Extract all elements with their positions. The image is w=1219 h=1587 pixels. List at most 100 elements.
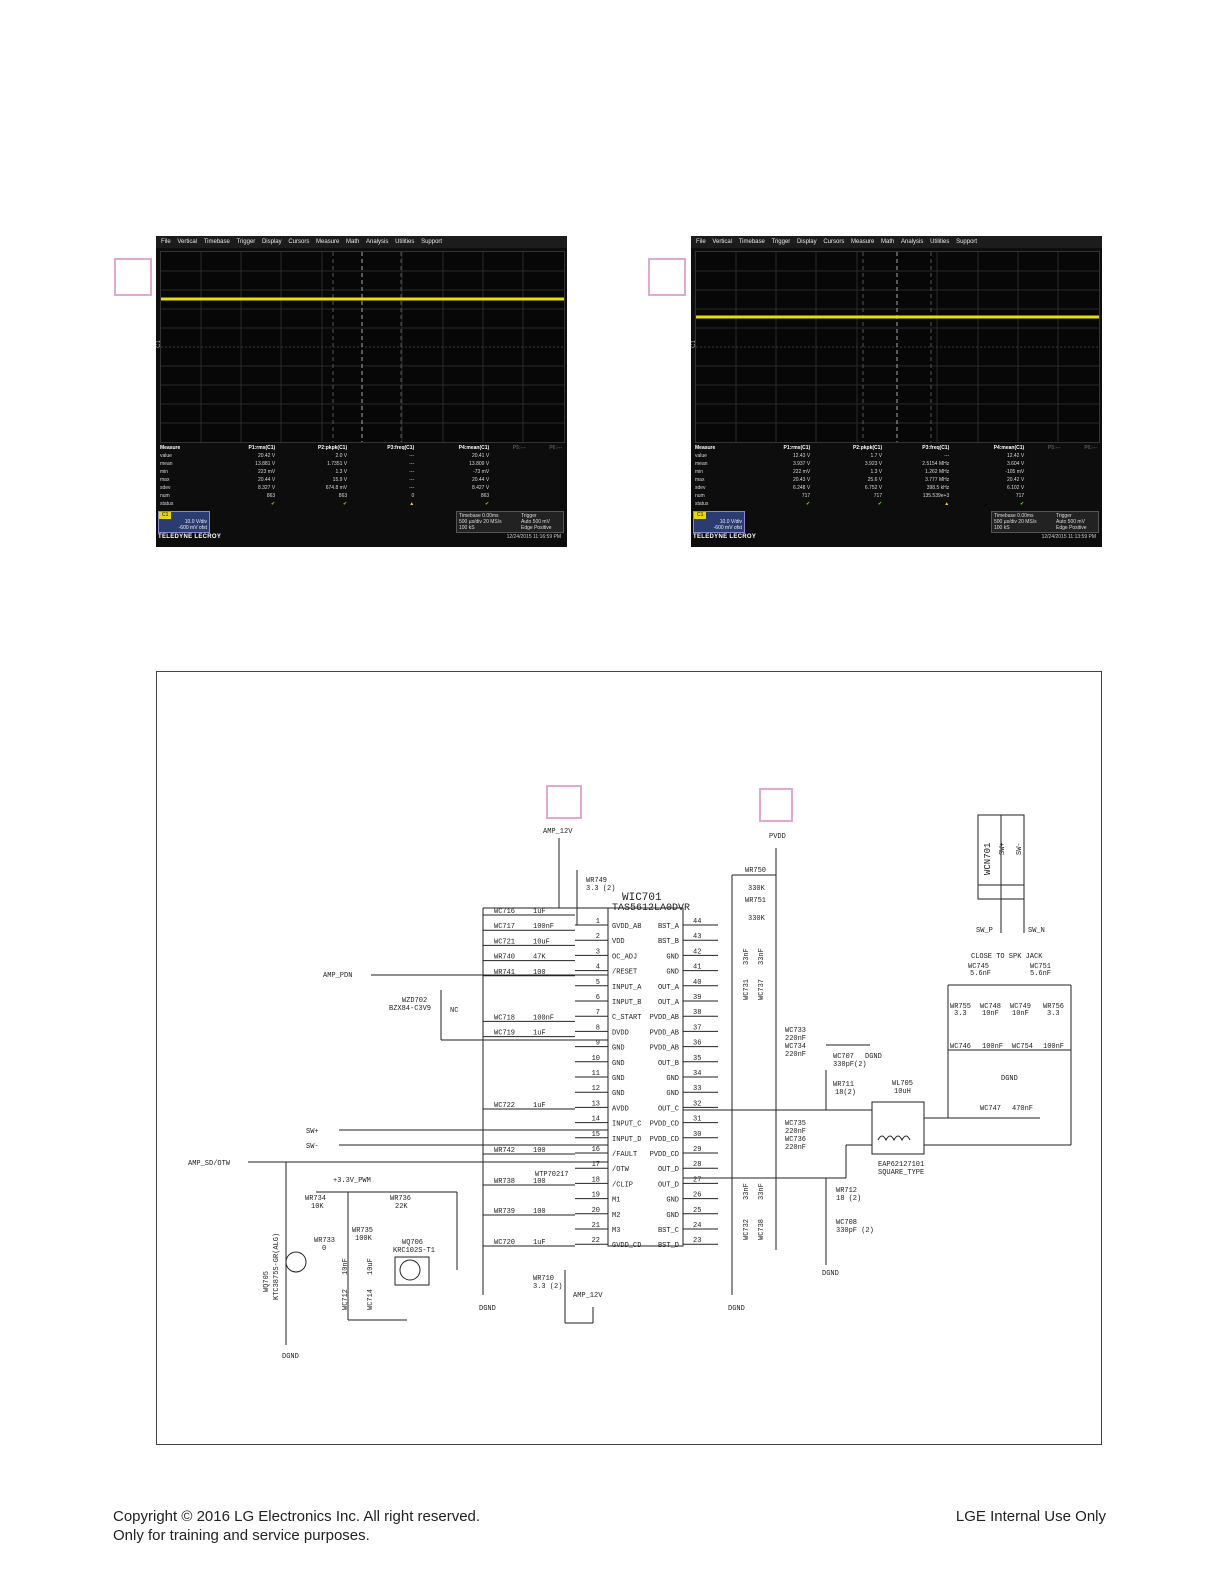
pin-number: 38 [693, 1009, 701, 1017]
pin-number: 25 [693, 1207, 701, 1215]
cell: mean [695, 461, 708, 467]
pin-number: 44 [693, 918, 701, 926]
passive-ref: WR739 [494, 1208, 515, 1216]
net-dgnd-mid: DGND [728, 1305, 745, 1313]
pin-name: INPUT_D [612, 1136, 641, 1144]
pin-number: 1 [596, 918, 600, 926]
passive-value: 100 [533, 1208, 546, 1216]
status-warning-icon: ▲ [409, 501, 415, 507]
status-warning-icon: ▲ [944, 501, 950, 507]
cell: P1:rms(C1) [248, 445, 276, 451]
pin-name: BST_D [658, 1242, 679, 1250]
cell: 398.5 kHz [926, 485, 950, 491]
scope-menu-math: Math [881, 239, 895, 245]
pin-name: GND [666, 1075, 679, 1083]
scope-brand-logo: TELEDYNE LECROY [158, 534, 222, 540]
net-sw-n: SW_N [1028, 927, 1045, 935]
val-wc734: 220nF [785, 1051, 806, 1059]
val-wr749: 3.3 (2) [586, 885, 615, 893]
pin-number: 2 [596, 933, 600, 941]
cell: num [160, 493, 170, 499]
pin-number: 9 [596, 1040, 600, 1048]
scope-menu-analysis: Analysis [366, 239, 389, 245]
cell: 20.44 V [471, 477, 490, 483]
cell: min [695, 469, 704, 475]
pin-name: GND [612, 1060, 625, 1068]
status-ok-icon: ✔ [484, 501, 490, 507]
net-dgnd-left: DGND [479, 1305, 496, 1313]
ref-wl705: WL705 [892, 1080, 913, 1088]
pin-number: 6 [596, 994, 600, 1002]
cell: 674.8 mV [325, 485, 348, 491]
pin-name: M3 [612, 1227, 620, 1235]
part-eap62127101: EAP62127101 [878, 1161, 924, 1169]
ic-right-pins: 44BST_A43BST_B42GND41GND40OUT_A39OUT_A38… [650, 918, 718, 1250]
cell: 20.41 V [471, 453, 490, 459]
pin-number: 12 [592, 1085, 600, 1093]
cell: Measure [695, 445, 716, 451]
pin-name: PVDD_AB [650, 1029, 679, 1037]
pin-name: PVDD_AB [650, 1014, 679, 1022]
pin-name: OUT_D [658, 1181, 679, 1189]
cell: 135.539e+3 [922, 493, 950, 499]
val-wc737: 33nF [758, 948, 766, 965]
ref-wr755: WR755 [950, 1003, 971, 1011]
cell: 20.43 V [792, 477, 811, 483]
scope-menu-timebase: Timebase [203, 239, 230, 245]
trigger-label: Trigger [521, 513, 537, 519]
ref-wc734: WC734 [785, 1043, 806, 1051]
val-wq706: KRC102S-T1 [393, 1247, 435, 1255]
pin-name: GND [666, 969, 679, 977]
val-wq705: KTC3875S-GR(ALG) [273, 1233, 281, 1300]
ref-wq705: WQ705 [263, 1271, 271, 1292]
cell: P3:freq(C1) [922, 445, 950, 451]
cell: 25.6 V [867, 477, 883, 483]
scope-menu-cursors: Cursors [823, 239, 845, 245]
cell: Measure [160, 445, 181, 451]
cell: sdev [695, 485, 706, 491]
pin-name: PVDD_CD [650, 1151, 679, 1159]
channel-settings: 10.0 V/div -600 mV ofst [708, 519, 742, 531]
pin-number: 18 [592, 1176, 600, 1184]
pin-name: GND [612, 1075, 625, 1083]
ref-wc737: WC737 [758, 979, 766, 1000]
label-nc: NC [450, 1007, 458, 1015]
pin-name: /CLIP [612, 1181, 633, 1189]
cell: P6:--- [1084, 445, 1097, 451]
cell: P2:pkpk(C1) [317, 445, 348, 451]
cell: P4:mean(C1) [458, 445, 490, 451]
pin-name: M1 [612, 1197, 620, 1205]
pin-name: OUT_A [658, 984, 680, 992]
cell: 6.248 V [792, 485, 811, 491]
ref-wc736: WC736 [785, 1136, 806, 1144]
passive-value: 1uF [533, 1239, 546, 1247]
footer-copyright: Copyright © 2016 LG Electronics Inc. All… [113, 1508, 481, 1525]
status-ok-icon: ✔ [342, 501, 348, 507]
val-wc754: 100nF [1043, 1043, 1064, 1051]
cell: max [160, 477, 170, 483]
trigger-label: Trigger [1056, 513, 1072, 519]
pin-number: 3 [596, 948, 600, 956]
val-wr736: 22K [395, 1203, 408, 1211]
pin-number: 10 [592, 1055, 600, 1063]
ref-wc707: WC707 [833, 1053, 854, 1061]
cell: 1.3 V [870, 469, 883, 475]
oscilloscope-screenshot-2: File Vertical Timebase Trigger Display C… [691, 236, 1102, 547]
net-pvdd: PVDD [769, 833, 786, 841]
pin-number: 32 [693, 1100, 701, 1108]
callout-box-scope-2 [648, 258, 686, 296]
pin-name: /RESET [612, 969, 637, 977]
passive-value: 1uF [533, 1102, 546, 1110]
scope-status-bar: C1 10.0 V/div -600 mV ofst Timebase 0.00… [691, 511, 1102, 541]
pin-label-sw-plus: SW+ [999, 842, 1007, 855]
scope-timestamp: 12/24/2015 11:16:59 PM [506, 534, 561, 540]
cell: 863 [266, 493, 276, 499]
pin-name: INPUT_C [612, 1121, 641, 1129]
ref-wcn701: WCN701 [983, 843, 993, 875]
passive-value: 1uF [533, 1030, 546, 1038]
status-ok-icon: ✔ [805, 501, 811, 507]
